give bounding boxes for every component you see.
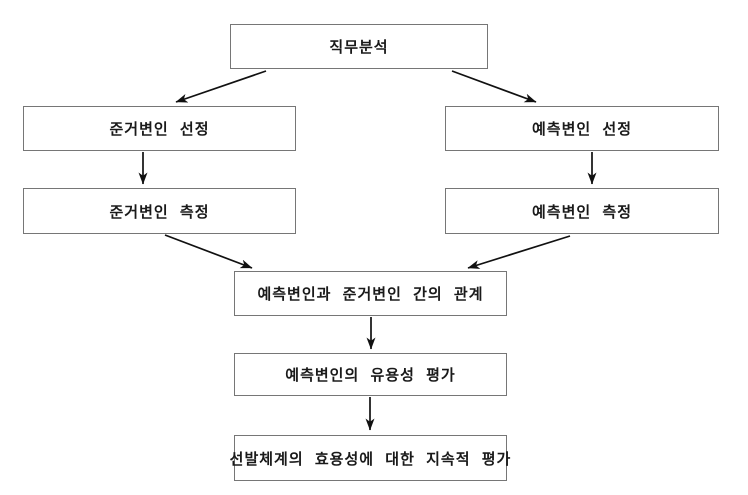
node-criterion-measure: 준거변인 측정 xyxy=(23,188,296,234)
node-job-analysis: 직무분석 xyxy=(230,24,488,69)
node-relationship: 예측변인과 준거변인 간의 관계 xyxy=(234,271,507,316)
arrow-job-to-predictor-select xyxy=(451,70,537,103)
node-continuous-eval-label: 선발체계의 효용성에 대한 지속적 평가 xyxy=(229,449,512,468)
node-usefulness-eval-label: 예측변인의 유용성 평가 xyxy=(285,366,456,384)
node-continuous-eval: 선발체계의 효용성에 대한 지속적 평가 xyxy=(230,435,510,481)
node-predictor-measure: 예측변인 측정 xyxy=(445,188,719,234)
node-predictor-select: 예측변인 선정 xyxy=(445,106,719,151)
arrow-predictor-measure-to-relationship xyxy=(467,235,571,269)
node-usefulness-eval: 예측변인의 유용성 평가 xyxy=(234,353,507,396)
node-criterion-select-label: 준거변인 선정 xyxy=(109,120,210,138)
arrow-job-to-criterion-select xyxy=(175,70,267,103)
node-relationship-label: 예측변인과 준거변인 간의 관계 xyxy=(257,285,484,303)
node-predictor-measure-label: 예측변인 측정 xyxy=(531,202,633,221)
node-job-analysis-label: 직무분석 xyxy=(329,38,389,56)
node-predictor-select-label: 예측변인 선정 xyxy=(531,120,633,138)
node-criterion-select: 준거변인 선정 xyxy=(23,106,296,151)
node-criterion-measure-label: 준거변인 측정 xyxy=(109,202,210,221)
arrow-criterion-measure-to-relationship xyxy=(164,234,253,269)
